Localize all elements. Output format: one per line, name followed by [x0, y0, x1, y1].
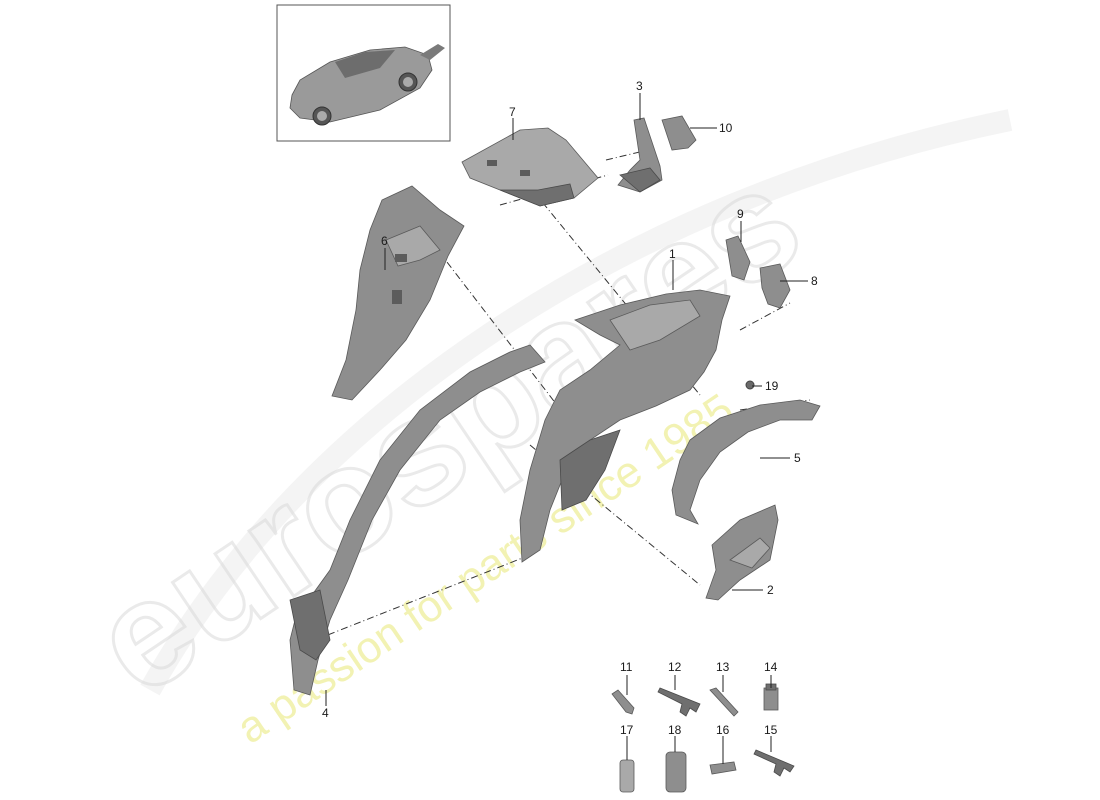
watermark: eurospares a passion for parts since 198…	[62, 109, 1013, 753]
part-8-hinge	[759, 263, 791, 309]
callout-10: 10	[719, 121, 733, 135]
callout-11: 11	[620, 660, 633, 674]
part-13-nozzle	[709, 687, 739, 717]
callout-7: 7	[509, 105, 516, 119]
callout-5: 5	[794, 451, 801, 465]
part-3-bracket	[617, 117, 663, 193]
callout-2: 2	[767, 583, 774, 597]
callout-14: 14	[764, 660, 778, 674]
callout-9: 9	[737, 207, 744, 221]
callout-1: 1	[669, 247, 676, 261]
part-4-sill	[289, 344, 546, 696]
part-15-gun	[753, 749, 795, 777]
vehicle-thumbnail	[276, 4, 451, 142]
callout-16: 16	[716, 723, 730, 737]
part-12-gun	[657, 687, 701, 717]
callout-12: 12	[668, 660, 682, 674]
part-7-panel	[461, 127, 599, 207]
part-19-screw	[745, 380, 755, 390]
callout-8: 8	[811, 274, 818, 288]
part-10-plate	[661, 115, 697, 151]
part-9-hinge	[725, 235, 751, 281]
part-1-side-panel	[519, 289, 731, 563]
callout-13: 13	[716, 660, 730, 674]
part-11-cartridge	[611, 689, 635, 715]
callout-19: 19	[765, 379, 779, 393]
part-6-pillar	[331, 185, 465, 401]
callout-3: 3	[636, 79, 643, 93]
part-5-wheel-arch	[671, 399, 821, 525]
callout-17: 17	[620, 723, 634, 737]
assembly-lines	[314, 149, 811, 641]
callout-6: 6	[381, 234, 388, 248]
part-17-can	[619, 759, 635, 793]
part-18-can	[665, 751, 687, 793]
part-16-pad	[709, 761, 737, 775]
callout-18: 18	[668, 723, 682, 737]
callout-labels: 1 2 3 4 5 6 7 8 9 10 11 12 13 14 15 16 1…	[322, 79, 818, 737]
part-2-trim	[705, 504, 779, 601]
callout-15: 15	[764, 723, 778, 737]
leader-lines	[325, 93, 808, 764]
callout-4: 4	[322, 706, 329, 720]
